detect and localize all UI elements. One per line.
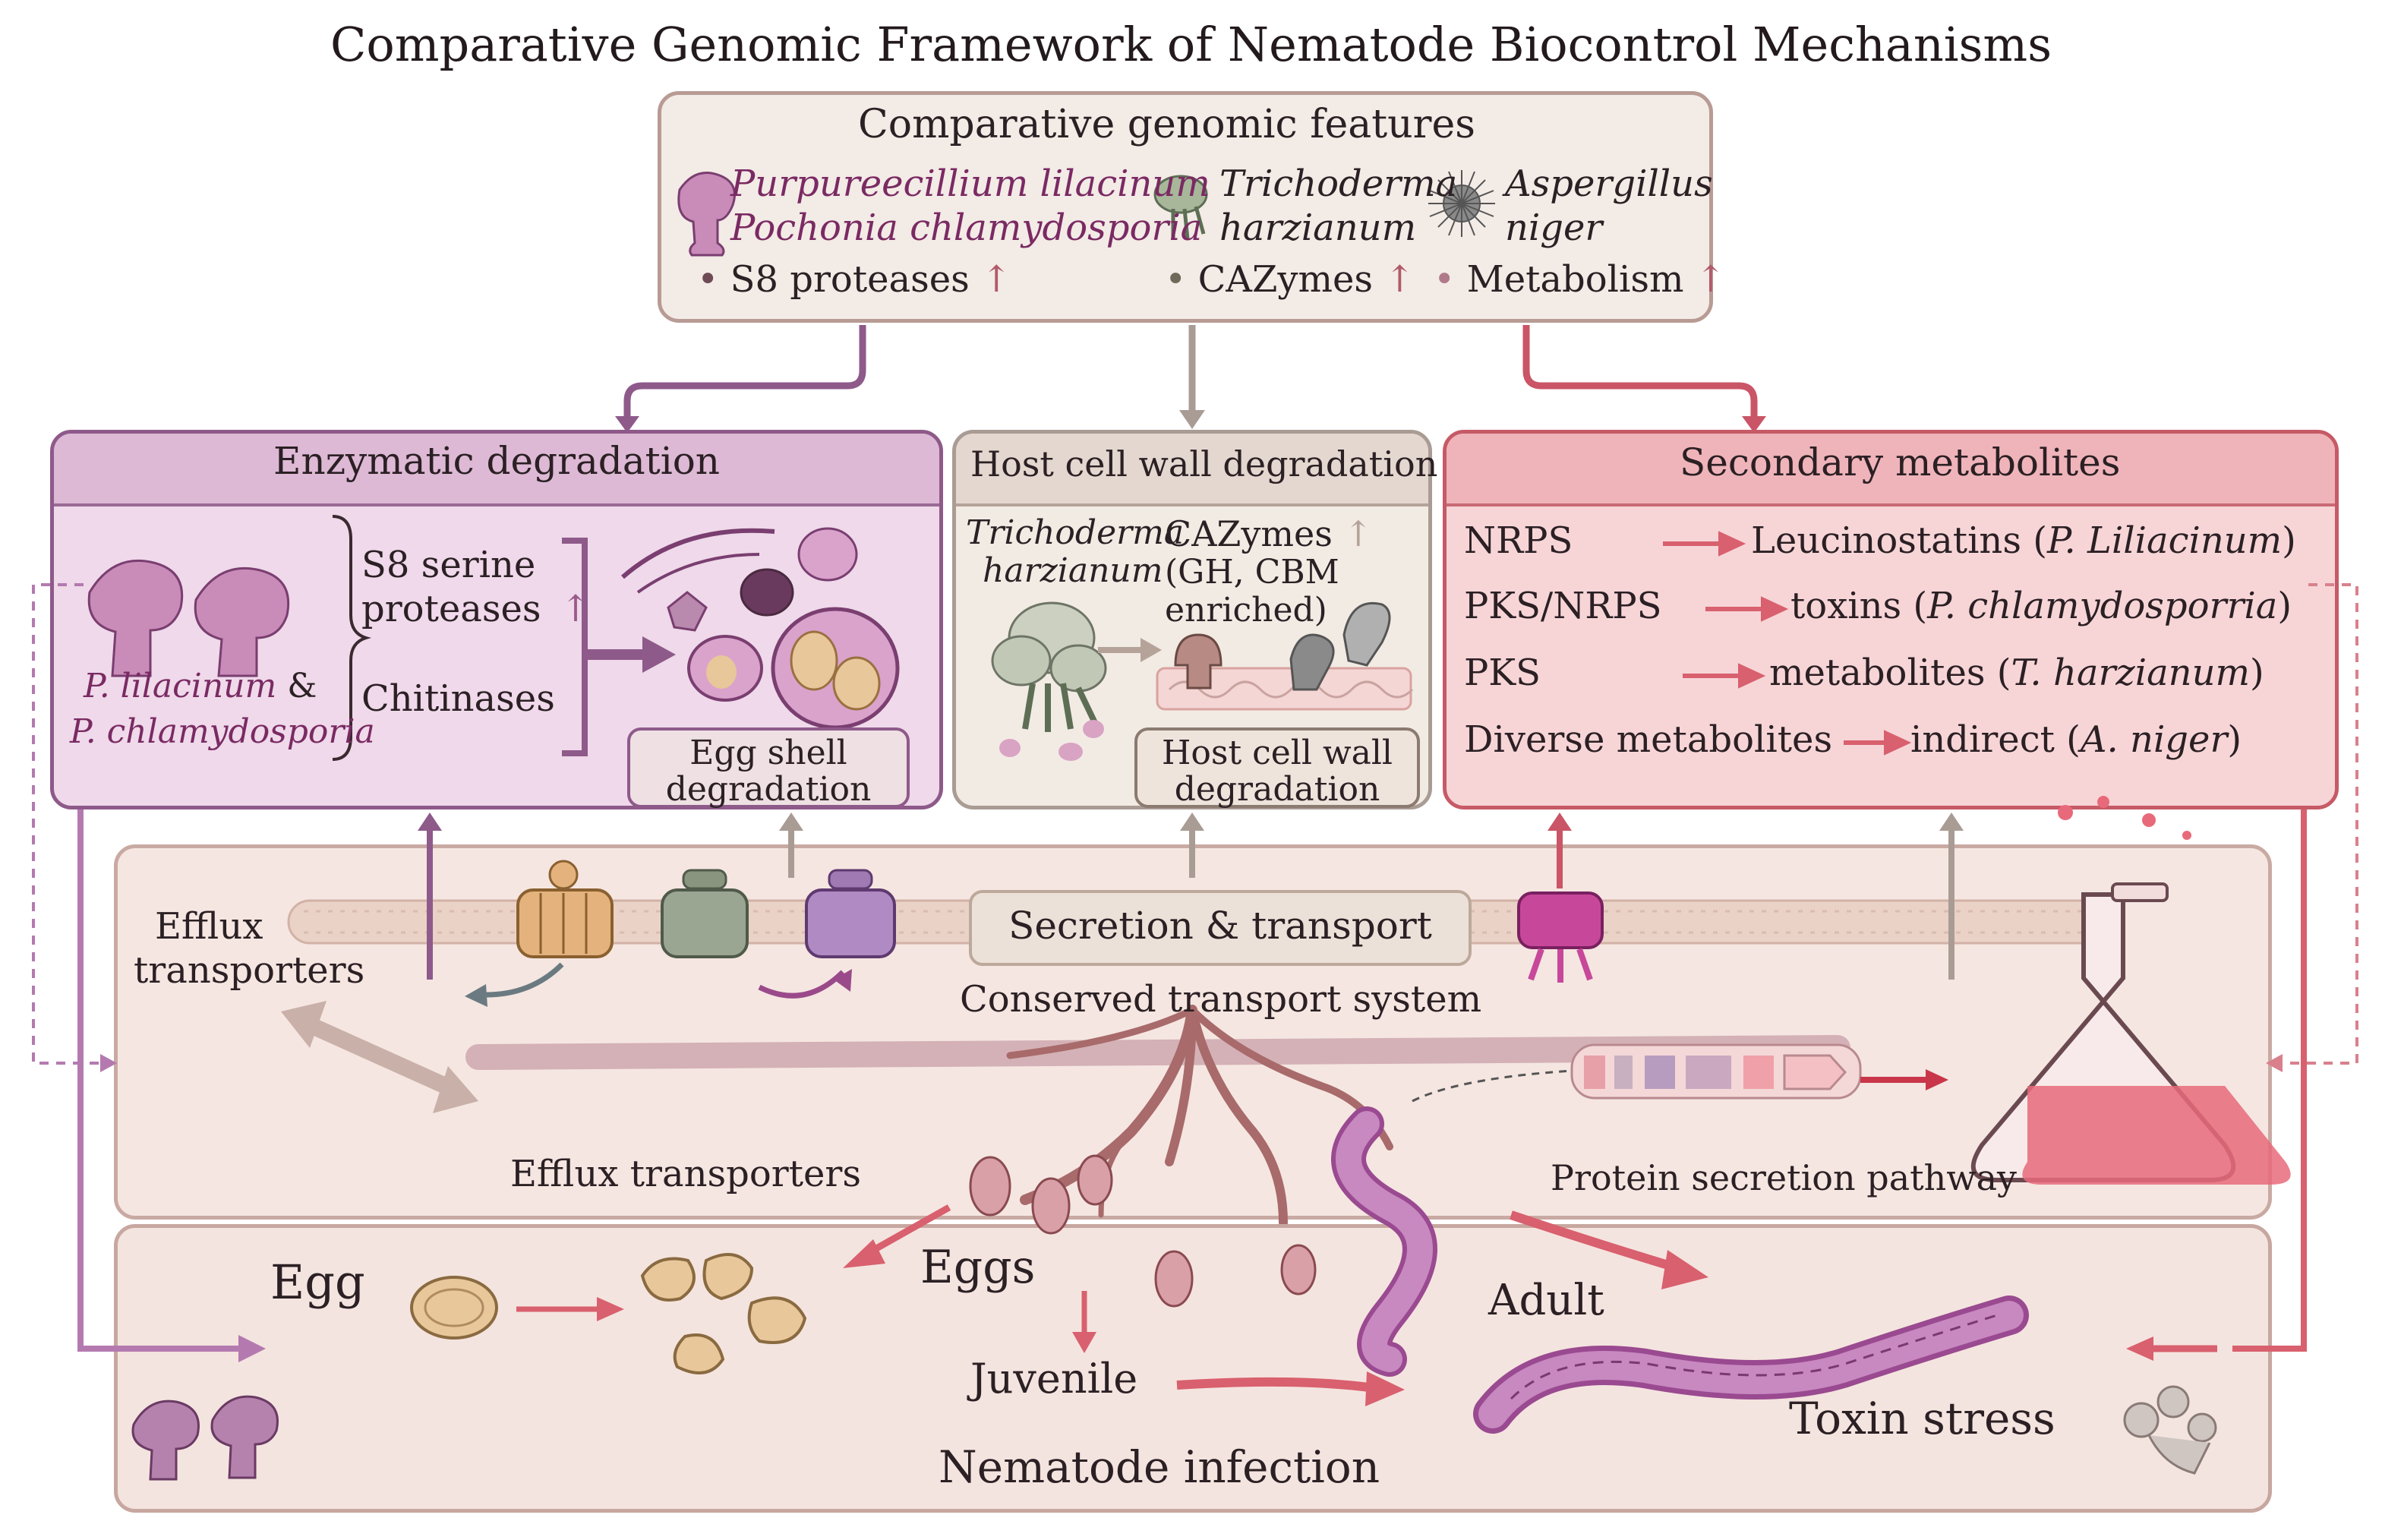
bullet-icon: • xyxy=(697,258,719,301)
s8-serine-line1: S8 serine xyxy=(361,544,536,586)
enzymatic-header-bar xyxy=(54,434,939,506)
up-arrow-icon: ↑ xyxy=(560,588,592,630)
egg-shell-degradation-box: Egg shell degradation xyxy=(627,727,910,808)
s8-serine-line2: proteases ↑ xyxy=(361,588,592,630)
hostwall-gh-line2: enriched) xyxy=(1165,591,1327,630)
eggs-label: Eggs xyxy=(920,1241,1036,1294)
secondary-gene-2: PKS xyxy=(1464,652,1541,694)
up-arrow-icon: ↑ xyxy=(981,258,1012,301)
up-arrow-icon: ↑ xyxy=(1384,258,1415,301)
secretion-transport-box: Secretion & transport xyxy=(969,890,1472,966)
adult-label: Adult xyxy=(1488,1276,1604,1325)
secondary-gene-1: PKS/NRPS xyxy=(1464,585,1662,627)
species-aspergillus: Aspergillus xyxy=(1505,163,1713,205)
bullet-icon: • xyxy=(1165,258,1187,301)
secondary-product-2: metabolites (T. harzianum) xyxy=(1769,652,2264,694)
bullet-icon: • xyxy=(1434,258,1456,301)
efflux-bottom-label: Efflux transporters xyxy=(510,1153,861,1195)
secondary-product-3: indirect (A. niger) xyxy=(1910,718,2242,761)
toxin-stress-label: Toxin stress xyxy=(1789,1393,2055,1444)
diagram-title: Comparative Genomic Framework of Nematod… xyxy=(330,17,2052,72)
juvenile-label: Juvenile xyxy=(970,1355,1138,1403)
enzymatic-species-b: P. chlamydosporia xyxy=(70,712,375,751)
secondary-gene-0: NRPS xyxy=(1464,519,1573,562)
hostwall-cazymes: CAZymes ↑ xyxy=(1165,513,1373,554)
trait-s8-proteases: • S8 proteases ↑ xyxy=(697,258,1012,301)
hostwall-header-bar xyxy=(956,434,1428,506)
hostwall-species-b: harzianum xyxy=(983,551,1163,590)
species-niger: niger xyxy=(1505,207,1603,249)
secondary-product-1: toxins (P. chlamydosporria) xyxy=(1790,585,2292,627)
egg-label: Egg xyxy=(270,1254,365,1310)
secondary-header-bar xyxy=(1447,434,2335,506)
species-harzianum: harzianum xyxy=(1219,207,1417,249)
up-arrow-icon: ↑ xyxy=(1343,513,1373,554)
species-pochonia: Pochonia chlamydosporia xyxy=(730,207,1203,249)
hostwall-gh-line1: (GH, CBM xyxy=(1165,553,1339,592)
up-arrow-icon: ↑ xyxy=(1695,258,1726,301)
efflux-top-line2: transporters xyxy=(134,949,365,992)
trait-cazymes: • CAZymes ↑ xyxy=(1165,258,1415,301)
species-purpureecillium: Purpureecillium lilacinum xyxy=(730,163,1210,205)
nematode-infection-caption: Nematode infection xyxy=(939,1441,1380,1493)
secondary-heading: Secondary metabolites xyxy=(1680,440,2121,484)
conserved-transport-label: Conserved transport system xyxy=(960,978,1482,1021)
enzymatic-heading: Enzymatic degradation xyxy=(273,439,721,483)
trait-metabolism: • Metabolism ↑ xyxy=(1434,258,1726,301)
secondary-gene-3: Diverse metabolites xyxy=(1464,718,1833,761)
enzymatic-species-a: P. lilacinum & xyxy=(84,667,317,705)
hostwall-heading: Host cell wall degradation xyxy=(970,443,1438,484)
species-trichoderma: Trichoderma xyxy=(1219,163,1458,205)
chitinases-label: Chitinases xyxy=(361,677,555,720)
genomic-features-heading: Comparative genomic features xyxy=(858,102,1475,147)
protein-secretion-label: Protein secretion pathway xyxy=(1551,1157,2018,1198)
hostwall-species-a: Trichoderma xyxy=(966,513,1185,552)
efflux-top-line1: Efflux xyxy=(155,905,263,948)
host-cell-wall-degradation-box: Host cell wall degradation xyxy=(1134,727,1420,808)
secondary-product-0: Leucinostatins (P. Liliacinum) xyxy=(1751,519,2296,562)
